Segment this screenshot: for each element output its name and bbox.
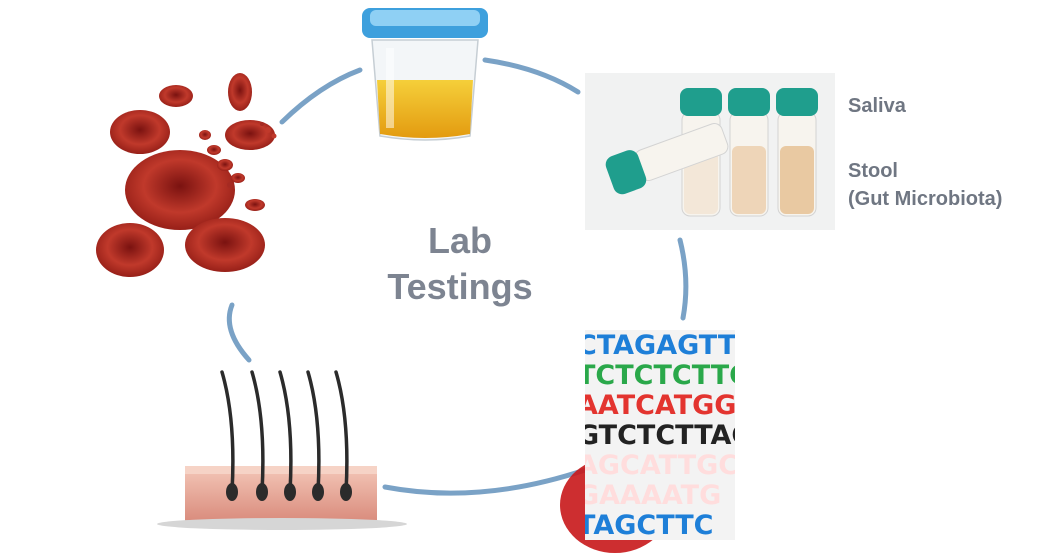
red-blood-cell <box>159 85 193 107</box>
red-blood-cell <box>185 218 265 272</box>
skin-shadow <box>157 518 407 530</box>
tube-lying <box>605 122 729 195</box>
saliva-label: Saliva <box>848 95 906 117</box>
red-blood-cell <box>125 150 235 230</box>
tube-contents <box>780 146 814 214</box>
ring-arc-dna-hair <box>382 467 588 496</box>
tube-upright <box>776 88 818 217</box>
red-blood-cell <box>96 223 164 277</box>
red-blood-cell <box>207 145 221 155</box>
tube-cap-icon <box>680 88 722 116</box>
dna-row: AATCATGGCT <box>585 390 735 421</box>
tube-cap-icon <box>605 150 647 195</box>
blood-cells-image <box>96 73 277 277</box>
red-blood-cell <box>231 173 245 183</box>
urine-sample-image <box>362 8 488 141</box>
urine-fill <box>377 80 473 138</box>
blood-fragment <box>265 127 271 133</box>
blood-fragment <box>271 133 277 139</box>
ring-arc-hair-blood <box>226 302 252 363</box>
skin-surface <box>185 466 377 474</box>
stool-sublabel: (Gut Microbiota) <box>848 188 1003 210</box>
dna-row: GAAAATG <box>585 480 722 511</box>
cycle-ring <box>226 57 689 496</box>
dna-row: TCTCTCTTGCT <box>585 360 735 391</box>
cup-shine <box>386 48 394 128</box>
hair-follicle-image <box>157 370 407 530</box>
tube-upright <box>728 88 770 217</box>
red-blood-cell <box>245 199 265 211</box>
dna-row: TAGCTTC <box>585 510 714 540</box>
tube-cap-icon <box>776 88 818 116</box>
center-title-line1: Lab <box>427 220 492 261</box>
red-blood-cell <box>199 130 211 140</box>
center-title-line2: Testings <box>387 266 533 307</box>
red-blood-cell <box>110 110 170 154</box>
ring-arc-blood-urine <box>279 67 363 125</box>
ring-arc-tubes-dna <box>677 237 689 321</box>
blood-fragment <box>260 122 264 126</box>
hair-strands <box>220 370 349 494</box>
dna-row: AGCATTGC <box>585 450 735 481</box>
tube-cap-icon <box>728 88 770 116</box>
tube-contents <box>732 146 766 214</box>
ring-arc-urine-tubes <box>482 57 581 95</box>
stool-label: Stool <box>848 160 898 182</box>
blood-fragment <box>227 182 233 188</box>
saliva-stool-tubes-image <box>585 73 835 230</box>
cup-lid-top <box>370 10 480 26</box>
dna-sequence-image: CTAGAGTTCTA TCTCTCTTGCT AATCATGGCT GTCTC… <box>585 330 735 540</box>
dna-row: GTCTCTTAG <box>585 420 735 451</box>
red-blood-cell <box>228 73 252 111</box>
center-title: Lab Testings <box>360 218 560 310</box>
red-blood-cell <box>225 120 275 150</box>
dna-row: CTAGAGTTCTA <box>585 330 735 361</box>
hair-bulbs <box>226 483 352 501</box>
red-blood-cell <box>217 159 233 171</box>
